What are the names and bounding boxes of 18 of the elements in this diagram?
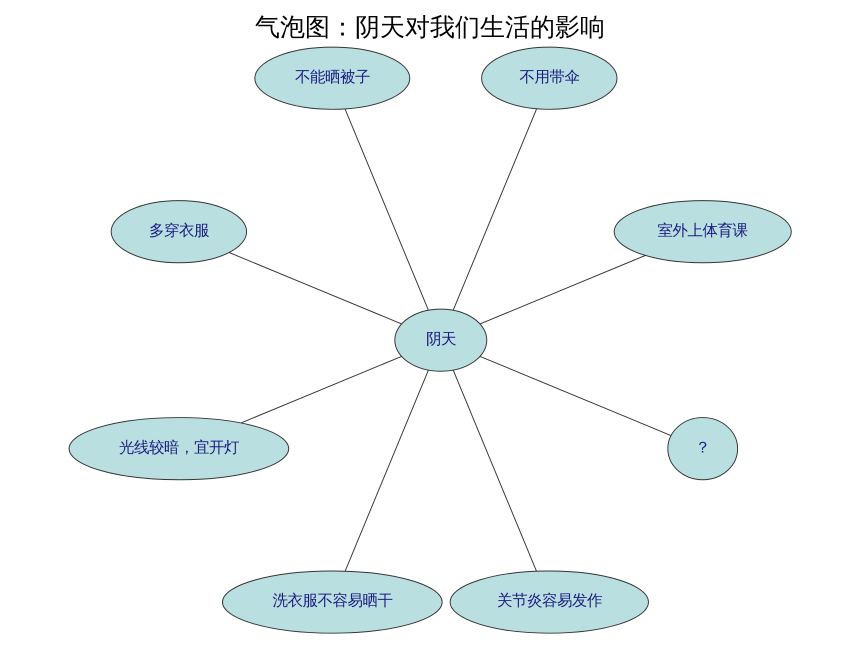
connector	[344, 108, 429, 311]
node-ellipse: 洗衣服不容易晒干	[222, 570, 443, 634]
connector	[480, 254, 646, 324]
node-ellipse: 阴天	[394, 308, 488, 372]
node-ellipse: 关节炎容易发作	[450, 570, 649, 634]
node-ellipse: 多穿衣服	[110, 200, 248, 264]
node-ellipse: ？	[667, 417, 738, 480]
diagram-title: 气泡图：阴天对我们生活的影响	[255, 12, 605, 42]
connector	[480, 356, 672, 436]
connector	[452, 108, 537, 311]
node-ellipse: 不用带伞	[481, 46, 618, 110]
node-ellipse: 不能晒被子	[254, 46, 410, 110]
node-ellipse: 光线较暗，宜开灯	[68, 417, 290, 480]
connector	[240, 356, 402, 424]
connector	[344, 370, 429, 572]
connector	[228, 252, 402, 324]
node-ellipse: 室外上体育课	[614, 200, 792, 264]
connector	[452, 370, 537, 572]
